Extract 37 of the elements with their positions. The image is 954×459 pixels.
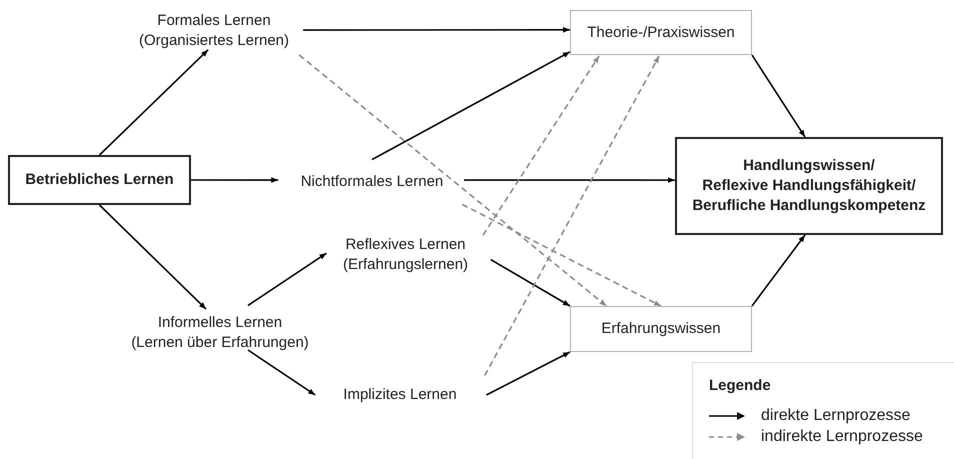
arrow — [248, 252, 327, 306]
arrow — [462, 204, 662, 307]
node-text: Reflexive Handlungsfähigkeit/ — [702, 176, 916, 196]
node-text: Informelles Lernen — [158, 313, 282, 333]
node-text: (Erfahrungslernen) — [342, 255, 468, 275]
arrow — [98, 204, 207, 310]
arrow — [303, 27, 570, 33]
process-box — [8, 155, 191, 205]
process-box — [570, 306, 752, 352]
arrow — [751, 234, 806, 306]
arrow — [248, 349, 316, 396]
legend-title: Legende — [709, 376, 772, 396]
node-text: Nichtformales Lernen — [300, 172, 444, 192]
node-text: Erfahrungswissen — [601, 319, 721, 339]
node-text: (Lernen über Erfahrungen) — [131, 333, 309, 353]
arrow — [484, 56, 660, 376]
arrow — [482, 55, 600, 236]
node-text: Implizites Lernen — [343, 385, 457, 405]
legend-text: indirekte Lernprozesse — [761, 427, 923, 447]
arrow — [372, 51, 570, 160]
node-text: Formales Lernen — [157, 11, 271, 31]
arrow — [464, 177, 675, 183]
arrow — [98, 49, 209, 156]
node-text: (Organisiertes Lernen) — [138, 31, 290, 51]
arrow — [490, 258, 570, 307]
arrow — [191, 177, 278, 183]
arrow — [298, 54, 607, 307]
node-text: Theorie-/Praxiswissen — [587, 22, 735, 42]
node-text: Reflexives Lernen — [345, 235, 466, 255]
process-box — [570, 10, 752, 55]
node-text: Betriebliches Lernen — [25, 170, 174, 190]
node-text: Handlungswissen/ — [743, 156, 875, 176]
arrow — [751, 54, 806, 138]
process-box — [675, 137, 943, 235]
legend-text: direkte Lernprozesse — [761, 406, 910, 426]
arrow — [486, 351, 570, 396]
node-text: Berufliche Handlungskompetenz — [692, 196, 926, 216]
